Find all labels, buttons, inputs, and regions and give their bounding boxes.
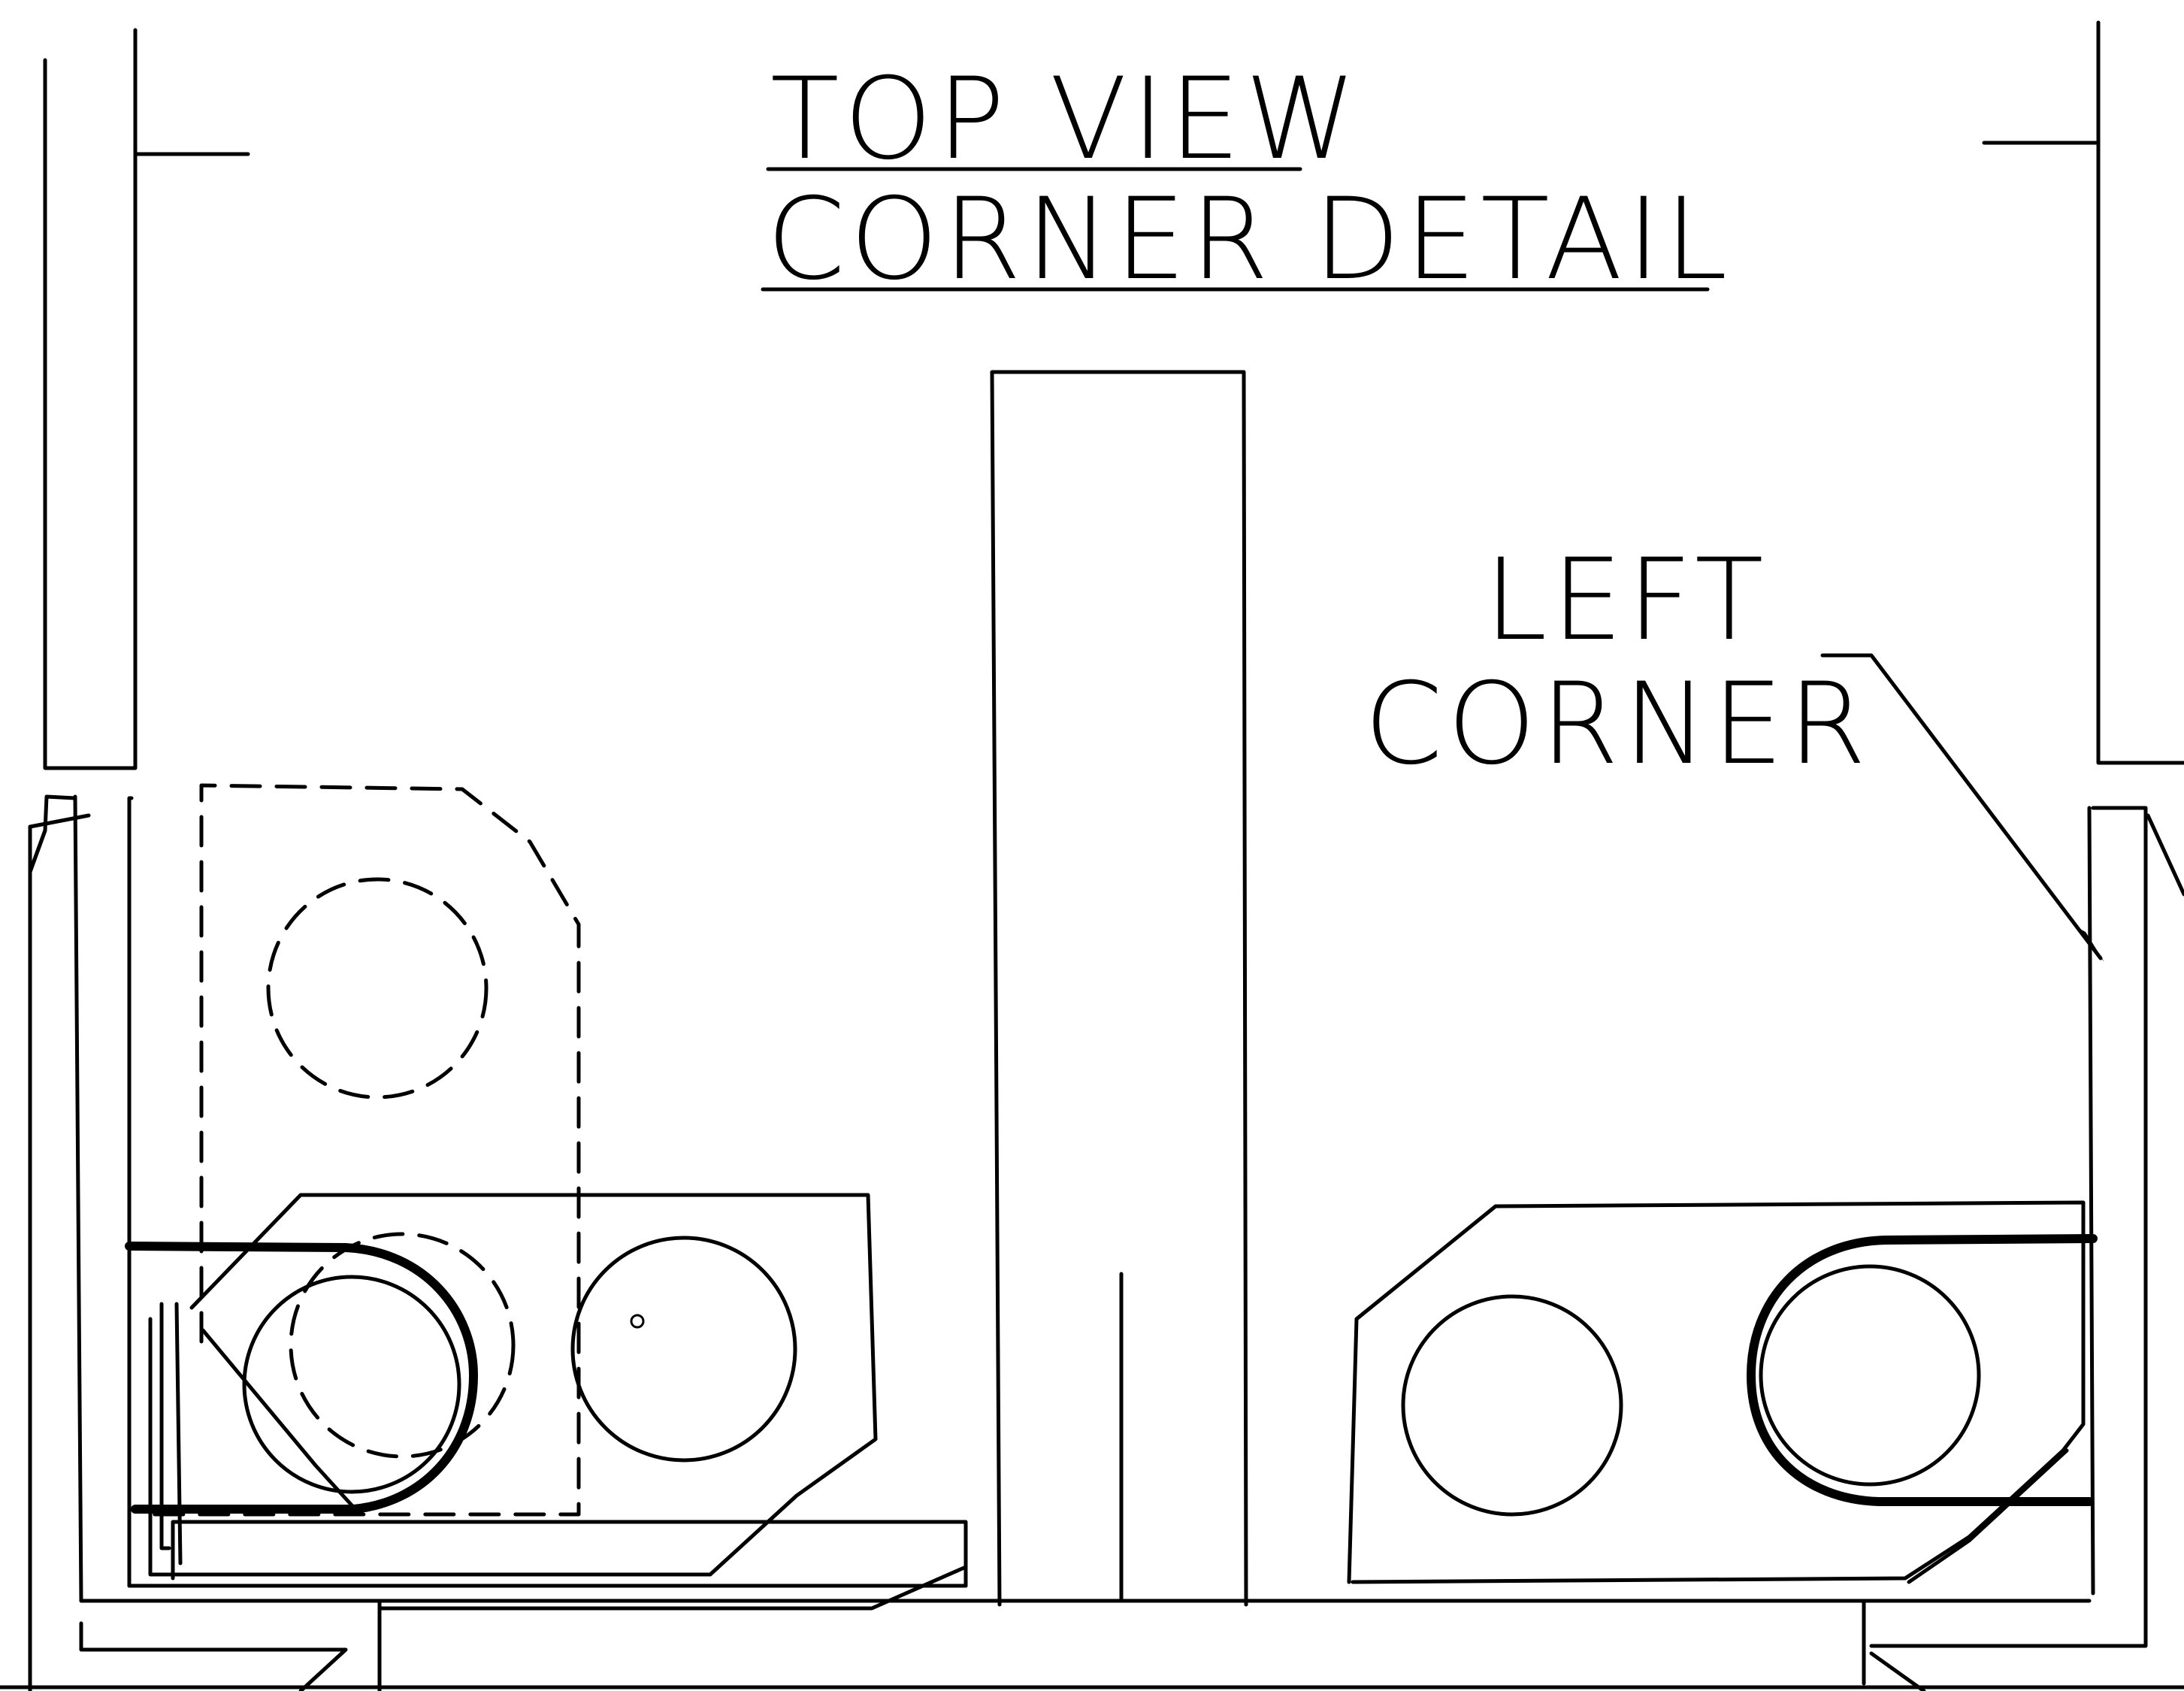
right-upper-wall xyxy=(1982,20,2184,765)
callout-line-2: CORNER xyxy=(1364,659,1871,790)
left-hidden-bracket xyxy=(148,783,581,1517)
drawing-title: TOP VIEW CORNER DETAIL xyxy=(761,54,1732,305)
right-bolt-hole-inner xyxy=(1759,1264,1981,1487)
right-u-strap xyxy=(1747,1234,2098,1506)
center-post xyxy=(990,370,1248,1607)
right-bolt-hole-outer xyxy=(1401,1294,1623,1517)
right-clamp-block xyxy=(1347,1200,2098,1584)
left-bolt-hole-outer xyxy=(570,1236,797,1463)
base-channel xyxy=(0,794,2184,1691)
left-upper-wall xyxy=(43,28,250,770)
callout-leader-line xyxy=(1820,653,2103,960)
left-corner-callout: LEFT CORNER xyxy=(1364,535,2104,962)
title-line-1: TOP VIEW xyxy=(770,54,1361,185)
left-clamp-block xyxy=(125,1193,878,1577)
callout-line-1: LEFT xyxy=(1484,535,1768,666)
left-u-strap xyxy=(125,1242,478,1514)
title-line-2: CORNER DETAIL xyxy=(767,174,1732,305)
left-bolt-hole-inner xyxy=(242,1275,461,1494)
